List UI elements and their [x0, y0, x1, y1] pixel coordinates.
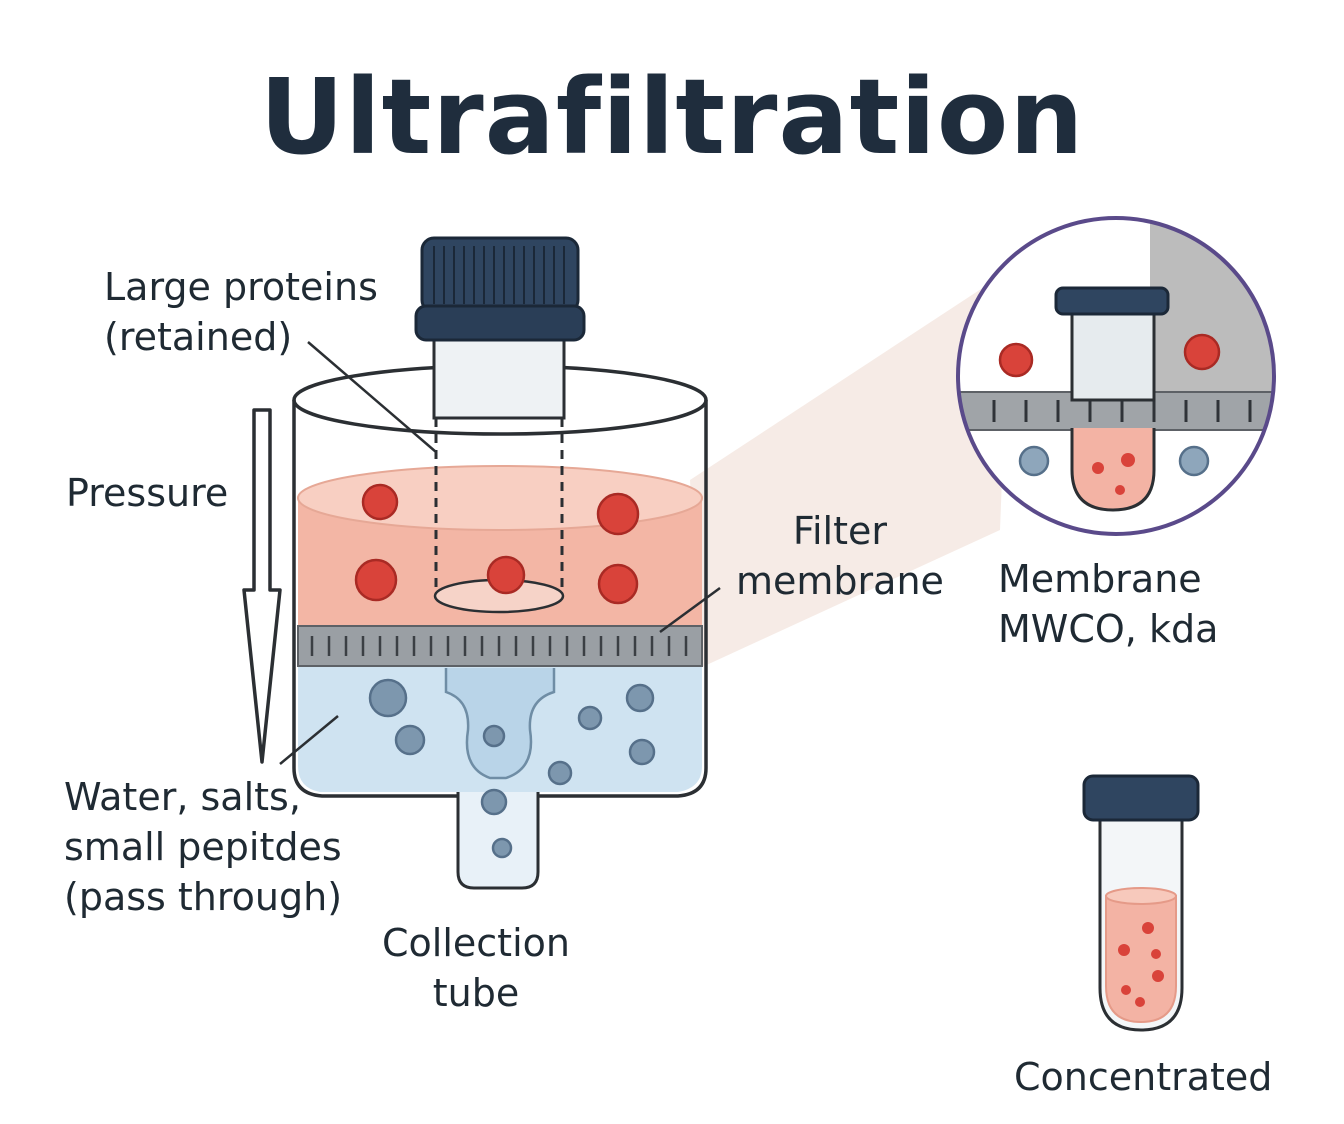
small-molecule-particle: [628, 738, 656, 766]
filter-unit: [292, 236, 708, 890]
concentrated-cap-icon: [1082, 774, 1200, 822]
membrane-pores: [310, 636, 688, 656]
small-molecule-particle: [625, 683, 655, 713]
small-molecule-particle: [547, 760, 573, 786]
zoom-projection-beam: [690, 270, 1010, 668]
leader-filter-membrane: [659, 586, 721, 634]
small-molecule-particle: [491, 837, 513, 859]
small-molecule-particle: [577, 705, 603, 731]
lower-insert: [444, 668, 556, 780]
leader-large-proteins: [307, 341, 437, 453]
small-molecule-particle: [394, 724, 426, 756]
filter-cup-outline: [292, 400, 708, 798]
protein-particle: [486, 555, 526, 595]
small-molecule-particle: [480, 788, 508, 816]
zoom-ring: [956, 216, 1276, 536]
zoom-small-molecule: [1018, 445, 1050, 477]
retentate-surface: [297, 465, 703, 531]
zoom-cap-icon: [1054, 286, 1170, 316]
membrane-zoom-inset: [956, 216, 1276, 536]
small-molecule-particle: [482, 724, 506, 748]
small-molecules: [368, 678, 656, 859]
retained-proteins: [354, 483, 640, 605]
small-molecule-particle: [368, 678, 408, 718]
protein-particle: [597, 563, 639, 605]
label-pass-through: Water, salts, small pepitdes (pass throu…: [64, 775, 343, 919]
diagram-title: Ultrafiltration: [259, 56, 1085, 178]
protein-particle: [596, 492, 640, 536]
label-membrane-mwco: Membrane MWCO, kda: [998, 557, 1219, 651]
label-collection-tube: Collection tube: [382, 921, 570, 1015]
label-filter-membrane: Filter membrane: [736, 509, 944, 603]
zoom-protein: [998, 342, 1034, 378]
concentrated-tube: [1082, 774, 1200, 1032]
pressure-arrow: [242, 408, 282, 764]
cap-icon: [414, 236, 586, 342]
label-pressure: Pressure: [66, 471, 229, 515]
label-concentrated: Concentrated: [1014, 1055, 1273, 1099]
zoom-small-molecule: [1178, 445, 1210, 477]
protein-particle: [354, 558, 398, 602]
zoom-protein: [1183, 333, 1221, 371]
protein-particle: [361, 483, 399, 521]
label-large-proteins: Large proteins (retained): [104, 265, 378, 359]
leader-pass-through: [279, 715, 339, 765]
